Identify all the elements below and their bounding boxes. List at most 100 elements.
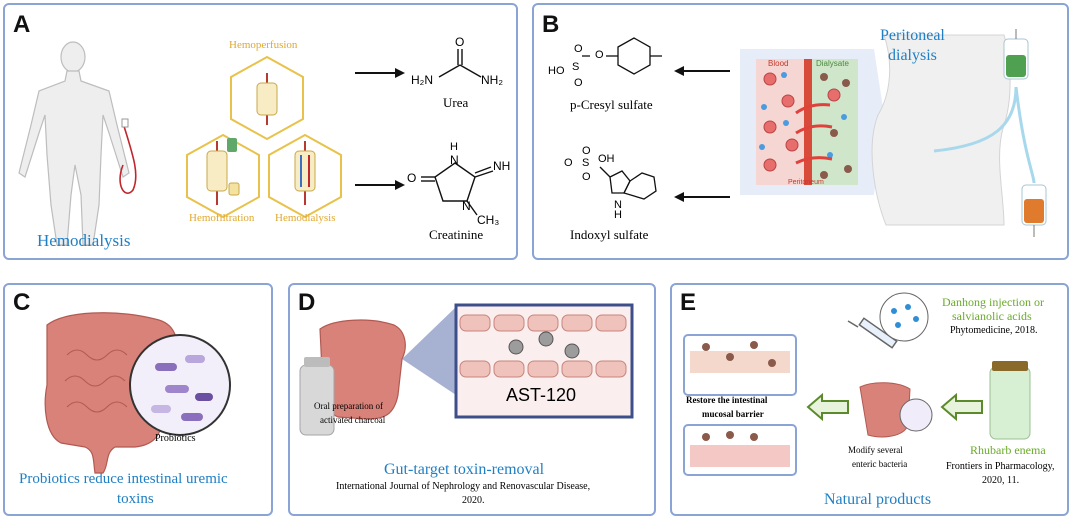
panel-c-caption-line1: Probiotics reduce intestinal uremic: [19, 471, 228, 487]
pcs-atom-o3: O: [574, 77, 583, 89]
panel-d: D AST-120 Oral preparation of activated …: [288, 283, 656, 516]
creatinine-name: Creatinine: [429, 227, 484, 242]
panel-c-label: C: [13, 289, 31, 316]
danhong-line1: Danhong injection or: [942, 295, 1044, 309]
modify-line1: Modify several: [848, 445, 903, 455]
panel-a-label: A: [13, 11, 31, 38]
pcs-atom-ho: HO: [548, 65, 565, 77]
toxin-particles: [820, 73, 852, 179]
zoom-funnel: [402, 307, 456, 395]
panel-a-title: Hemodialysis: [37, 231, 131, 250]
probiotics-magnifier-icon: [129, 334, 231, 436]
creatinine-atom-h: H: [450, 141, 458, 153]
pcs-atom-o2: O: [574, 43, 583, 55]
indoxyl-sulfate-name: Indoxyl sulfate: [570, 227, 649, 242]
arrow-to-p-cresyl-icon: [674, 66, 730, 76]
panel-d-graphics: [299, 303, 634, 436]
hemofiltration-label: Hemofiltration: [189, 212, 255, 224]
panel-c: C Probiotics Probiotics reduce intestina…: [3, 283, 273, 516]
is-atom-s: S: [582, 157, 590, 169]
villi-pattern: [459, 314, 627, 378]
membrane-blood-label: Blood: [768, 59, 789, 68]
panel-d-title: Gut-target toxin-removal: [384, 461, 545, 478]
access-patch: [121, 118, 129, 128]
panel-e-graphics: [683, 292, 1031, 476]
charcoal-particles-icon: [508, 331, 580, 359]
panel-e-label: E: [680, 289, 697, 316]
arrow-to-indoxyl-icon: [674, 192, 730, 202]
drug-label: AST-120: [506, 385, 577, 405]
damaged-barrier-icon: [683, 334, 797, 396]
hemofiltration-hexagon: [186, 133, 260, 219]
panel-c-graphics: [44, 312, 231, 474]
oral-prep-line2: activated charcoal: [320, 415, 386, 425]
urea-atom-nh2: NH₂: [481, 73, 503, 87]
panel-a: A: [3, 3, 518, 260]
panel-b: B: [532, 3, 1069, 260]
rhubarb-vial-icon: [989, 361, 1031, 440]
arrow-left-icon-2: [940, 392, 983, 422]
urea-atom-h2n: H₂N: [411, 73, 433, 87]
syringe-icon: [847, 317, 898, 349]
is-atom-n: N: [614, 199, 622, 211]
human-body-icon: [18, 41, 130, 246]
abdomen-silhouette-icon: [871, 34, 1011, 226]
probiotics-label: Probiotics: [155, 433, 196, 444]
arrow-left-icon-1: [806, 392, 849, 422]
dialysis-tube: [119, 122, 137, 194]
p-cresyl-sulfate-name: p-Cresyl sulfate: [570, 97, 653, 112]
restore-line2: mucosal barrier: [702, 409, 764, 419]
medicine-bottle-icon: [299, 357, 335, 436]
hemodialysis-hexagon: [268, 133, 342, 219]
membrane-dialysate-label: Dialysate: [816, 59, 849, 68]
creatinine-atom-n2: N: [462, 199, 471, 213]
creatinine-atom-ch3: CH₃: [477, 213, 500, 227]
citation-line2: 2020.: [462, 495, 485, 506]
panel-b-title-line2: dialysis: [888, 47, 937, 64]
creatinine-structure: [421, 162, 494, 216]
hemodialysis-label: Hemodialysis: [275, 212, 336, 224]
panel-c-caption-line2: toxins: [117, 491, 154, 507]
hemoperfusion-hexagon: [230, 55, 304, 141]
small-intestine-loops: [64, 349, 128, 413]
creatinine-atom-o: O: [407, 171, 417, 185]
urea-name: Urea: [443, 95, 469, 110]
panel-b-title-line1: Peritoneal: [880, 27, 945, 44]
restored-barrier-icon: [683, 424, 797, 476]
is-atom-o3: O: [582, 171, 591, 183]
membrane-peritoneum-label: Peritoneum: [788, 179, 824, 186]
pcs-atom-s: S: [572, 61, 580, 73]
panel-e-title: Natural products: [824, 491, 932, 508]
hemoperfusion-cartridge-icon: [256, 73, 278, 125]
dialysis-tubing: [933, 86, 1036, 184]
water-drops: [759, 72, 847, 158]
danhong-reference: Phytomedicine, 2018.: [950, 325, 1038, 336]
is-atom-oh: OH: [598, 153, 615, 165]
restore-line1: Restore the intestinal: [686, 395, 768, 405]
rhubarb-label: Rhubarb enema: [970, 443, 1046, 457]
urea-structure: [438, 49, 482, 78]
is-atom-h: H: [614, 209, 622, 221]
blood-cells: [763, 72, 841, 172]
creatinine-atom-nh: NH: [493, 159, 511, 173]
panel-a-graphics: [18, 41, 494, 246]
rhubarb-reference-line2: 2020, 11.: [982, 475, 1020, 486]
modify-line2: enteric bacteria: [852, 459, 908, 469]
danhong-line2: salvianolic acids: [952, 309, 1032, 323]
hemofiltration-cartridge-icon: [206, 138, 240, 205]
fresh-dialysate-bag-icon: [1003, 29, 1029, 80]
panel-b-label: B: [542, 11, 560, 38]
hemoperfusion-label: Hemoperfusion: [229, 39, 298, 51]
oral-prep-line1: Oral preparation of: [314, 401, 383, 411]
hemodialysis-cartridge-icon: [294, 141, 316, 205]
panel-b-graphics: [582, 29, 1047, 237]
danhong-bubble-icon: [879, 292, 929, 342]
is-atom-o: O: [582, 145, 591, 157]
effluent-bag-icon: [1021, 184, 1047, 237]
diffusion-arrows: [795, 103, 833, 165]
is-atom-o2: O: [564, 157, 573, 169]
pcs-atom-o: O: [595, 49, 604, 61]
indoxyl-sulfate-structure: [599, 166, 657, 200]
rhubarb-reference-line1: Frontiers in Pharmacology,: [946, 461, 1055, 472]
gut-bacteria-icon: [859, 382, 933, 438]
